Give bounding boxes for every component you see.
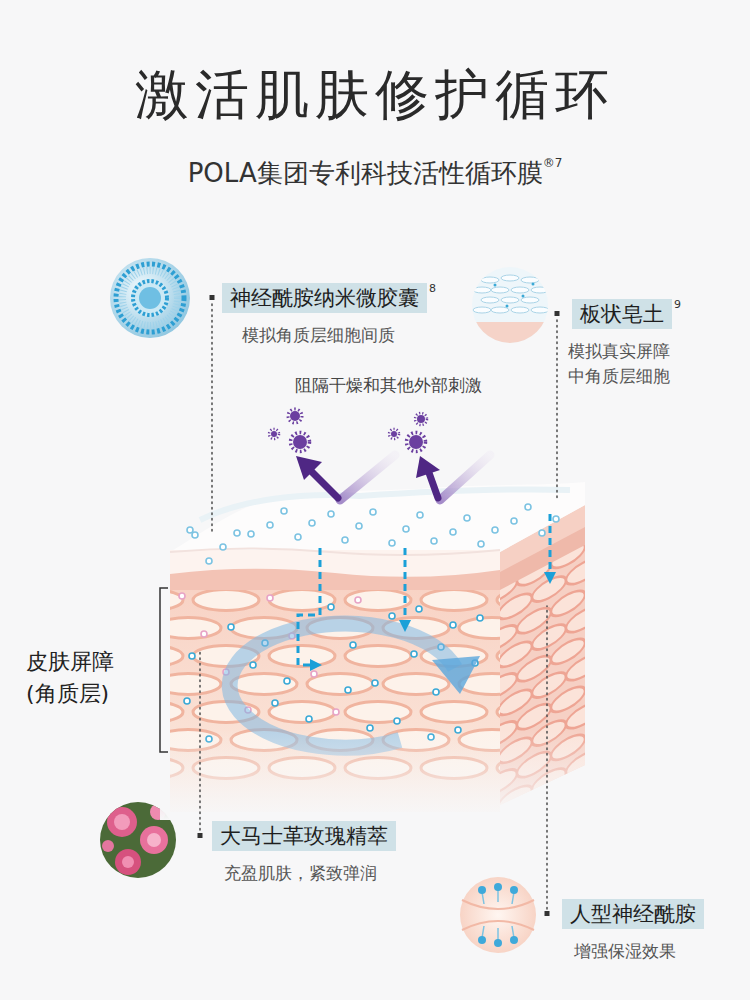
callout-heading: 神经酰胺纳米微胶囊 <box>222 283 427 313</box>
subtitle: POLA集团专利科技活性循环膜 <box>188 158 543 188</box>
circulation-arrow <box>230 624 480 748</box>
irritant-particles <box>269 409 427 452</box>
callout-heading: 人型神经酰胺 <box>562 899 704 929</box>
ceramide-icon <box>460 877 536 953</box>
ingredient-callout: 大马士革玫瑰精萃充盈肌肤，紧致弹润 <box>212 821 396 886</box>
skin-block <box>117 455 601 824</box>
callout-heading: 板状皂土 <box>572 299 672 329</box>
callout-description: 增强保湿效果 <box>574 939 704 964</box>
leader-lines <box>200 304 557 909</box>
micelle-icon <box>110 258 190 338</box>
barrier-note: 阻隔干燥和其他外部刺激 <box>295 373 482 398</box>
footnote-number: 8 <box>429 283 436 295</box>
ingredient-callout: 神经酰胺纳米微胶囊8 模拟角质层细胞间质 <box>222 283 436 348</box>
leader-dots <box>198 295 560 916</box>
subtitle-row: POLA集团专利科技活性循环膜®7 <box>0 156 750 190</box>
layer-label: 皮肤屏障 (角质层) <box>26 646 150 710</box>
penetration-arrows <box>298 514 550 665</box>
layer-bracket <box>160 588 168 752</box>
callout-description: 充盈肌肤，紧致弹润 <box>224 861 396 886</box>
callout-description: 模拟真实屏障 中角质层细胞 <box>568 339 700 389</box>
footnote-number: 9 <box>674 299 681 311</box>
footnote-mark: ®7 <box>543 156 563 170</box>
barrier-arrows <box>296 456 440 498</box>
ingredient-callout: 板状皂土9模拟真实屏障 中角质层细胞 <box>572 299 700 389</box>
callout-heading: 大马士革玫瑰精萃 <box>212 821 396 851</box>
ingredient-callout: 人型神经酰胺增强保湿效果 <box>562 899 704 964</box>
title: 激活肌肤修护循环 <box>0 62 750 128</box>
callout-description: 模拟角质层细胞间质 <box>242 323 436 348</box>
bentonite-icon <box>470 265 550 347</box>
